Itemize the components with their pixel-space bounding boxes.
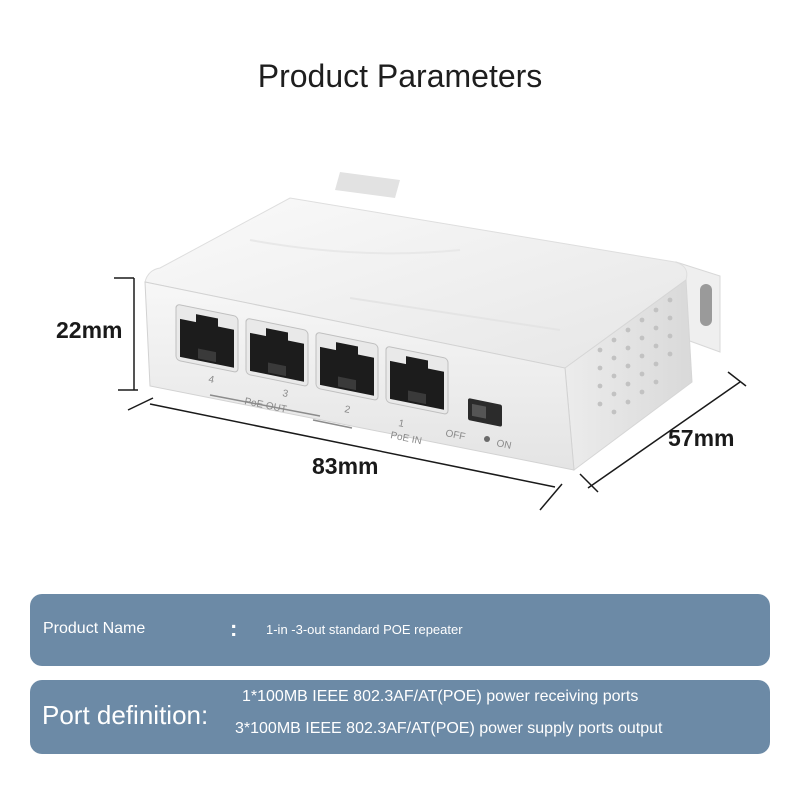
ventilation-grille xyxy=(597,297,673,415)
width-dimension-line xyxy=(127,397,563,511)
rj45-port-4 xyxy=(175,304,239,373)
rj45-port-2 xyxy=(315,332,379,401)
port-definition-panel: Port definition: 1*100MB IEEE 802.3AF/AT… xyxy=(30,680,770,754)
product-name-label: Product Name xyxy=(43,620,146,637)
port-definition-line: 3*100MB IEEE 802.3AF/AT(POE) power suppl… xyxy=(235,720,663,737)
rj45-port-1 xyxy=(385,346,449,415)
product-name-panel: Product Name : 1-in -3-out standard POE … xyxy=(30,594,770,666)
width-dimension-label: 83mm xyxy=(312,453,378,479)
port-definition-label: Port definition: xyxy=(42,700,209,730)
port-3-label: 3 xyxy=(281,388,289,400)
page-title: Product Parameters xyxy=(257,58,543,94)
switch-off-label: OFF xyxy=(444,428,466,443)
product-figure: 4 3 PoE OUT 2 1 PoE IN OFF ON 22mm 83mm … xyxy=(56,172,747,511)
power-indicator-dot xyxy=(484,436,490,442)
depth-dimension-line xyxy=(579,371,747,493)
height-dimension-label: 22mm xyxy=(56,317,122,343)
height-dimension-line xyxy=(114,277,138,391)
power-switch xyxy=(468,398,502,427)
port-definition-line: 1*100MB IEEE 802.3AF/AT(POE) power recei… xyxy=(242,688,639,705)
product-name-value: 1-in -3-out standard POE repeater xyxy=(266,622,463,637)
rj45-port-3 xyxy=(245,318,309,387)
port-2-label: 2 xyxy=(343,404,351,416)
port-4-label: 4 xyxy=(207,374,215,386)
product-name-separator: : xyxy=(230,616,238,641)
depth-dimension-label: 57mm xyxy=(668,425,734,451)
port-1-label: 1 xyxy=(397,418,405,430)
switch-on-label: ON xyxy=(495,438,512,452)
